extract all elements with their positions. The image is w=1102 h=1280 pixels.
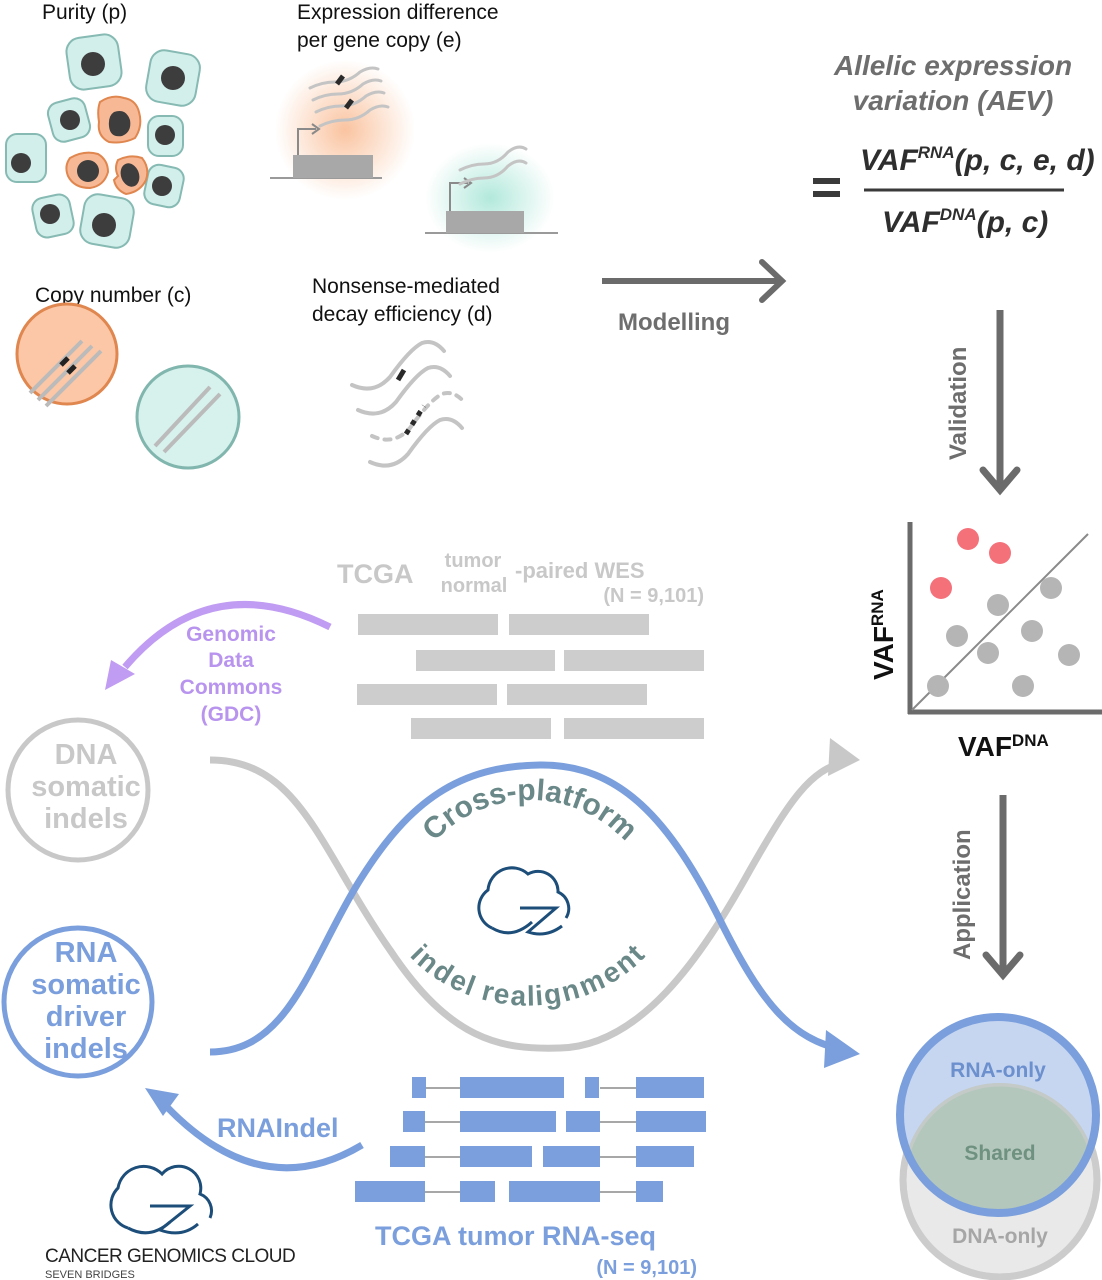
scatter-point [1040, 577, 1062, 599]
scatter-xlabel: VAFDNA [958, 731, 1049, 762]
wes-normal: normal [441, 575, 508, 597]
expression-label-1: Expression difference [297, 1, 499, 24]
dna-indels-label: DNA somatic indels [31, 739, 141, 835]
copy-number-label: Copy number (c) [35, 284, 191, 307]
wes-count: (N = 9,101) [603, 585, 704, 607]
rna-indels-label: RNA somatic driver indels [31, 937, 141, 1065]
rnaseq-label: TCGA tumor RNA-seq [375, 1221, 656, 1251]
aev-numerator: VAFRNA(p, c, e, d) [860, 143, 1095, 177]
scatter-point [927, 675, 949, 697]
svg-text:indel realignment: indel realignment [405, 938, 650, 1011]
low-expression-icon [425, 143, 558, 253]
application-label: Application [949, 829, 976, 960]
svg-text:Data: Data [208, 649, 254, 672]
rna-flow-curve [209, 761, 860, 1068]
venn-rna-only: RNA-only [950, 1059, 1046, 1082]
rnaseq-count: (N = 9,101) [596, 1257, 697, 1279]
wes-suffix: -paired WES [515, 558, 645, 583]
copy-number-icon [15, 302, 241, 470]
svg-text:RNA: RNA [55, 937, 118, 969]
rnaseq-reads [355, 1077, 706, 1202]
svg-text:(GDC): (GDC) [201, 703, 262, 726]
venn-diagram [896, 1013, 1101, 1280]
scatter-point-outlier [989, 542, 1011, 564]
gdc-arrow [105, 601, 332, 690]
aev-title-2: variation (AEV) [853, 85, 1054, 116]
high-expression-icon [270, 60, 415, 200]
svg-text:DNA: DNA [55, 739, 118, 771]
scatter-point [977, 642, 999, 664]
vaf-scatter-plot [907, 522, 1102, 715]
rnaindel-arrow [145, 1088, 364, 1172]
rnaindel-label: RNAIndel [217, 1113, 339, 1143]
scatter-point-outlier [957, 528, 979, 550]
scatter-point [1058, 644, 1080, 666]
scatter-point [1012, 675, 1034, 697]
cgc-logo-name: CANCER GENOMICS CLOUD [45, 1246, 295, 1267]
scatter-point [987, 594, 1009, 616]
indel-realignment-label: indel realignment [405, 938, 650, 1011]
nmd-label-2: decay efficiency (d) [312, 303, 493, 326]
expression-label-2: per gene copy (e) [297, 29, 462, 52]
purity-label: Purity (p) [42, 1, 127, 24]
rna-indels-circle [1, 925, 155, 1079]
svg-text:indels: indels [44, 1033, 128, 1065]
dna-indels-circle [5, 717, 151, 863]
scatter-point-outlier [930, 577, 952, 599]
purity-cells-icon [5, 33, 201, 249]
scatter-points [927, 528, 1080, 697]
validation-arrow [979, 310, 1021, 496]
modelling-label: Modelling [618, 309, 730, 336]
modelling-arrow [602, 259, 787, 303]
dna-flow-curve [209, 738, 860, 1052]
svg-text:somatic: somatic [31, 771, 141, 803]
venn-shared: Shared [964, 1142, 1035, 1165]
wes-reads [357, 614, 704, 739]
svg-text:indels: indels [44, 803, 128, 835]
svg-text:Commons: Commons [180, 676, 283, 699]
aev-title-1: Allelic expression [833, 50, 1072, 81]
aev-denominator: VAFDNA(p, c) [882, 205, 1048, 239]
scatter-point [1021, 620, 1043, 642]
wes-prefix: TCGA [337, 559, 414, 589]
aev-formula: Allelic expression variation (AEV) VAFRN… [813, 50, 1095, 239]
validation-label: Validation [945, 347, 972, 460]
wes-tumor: tumor [445, 550, 502, 572]
nmd-transcripts-icon [350, 340, 466, 468]
svg-text:somatic: somatic [31, 969, 141, 1001]
cgc-cloud-icon [477, 866, 571, 936]
cgc-logo-sub: SEVEN BRIDGES [45, 1269, 135, 1280]
svg-text:driver: driver [46, 1001, 127, 1033]
svg-text:Genomic: Genomic [186, 623, 276, 646]
venn-dna-only: DNA-only [952, 1225, 1048, 1248]
cgc-logo: CANCER GENOMICS CLOUD SEVEN BRIDGES [45, 1164, 296, 1280]
scatter-ylabel: VAFRNA [868, 589, 899, 680]
scatter-point [946, 625, 968, 647]
application-arrow [982, 795, 1024, 981]
cgc-logo-cloud-icon [109, 1164, 213, 1235]
nmd-label-1: Nonsense-mediated [312, 275, 500, 298]
gdc-label: Genomic Data Commons (GDC) [180, 623, 283, 726]
